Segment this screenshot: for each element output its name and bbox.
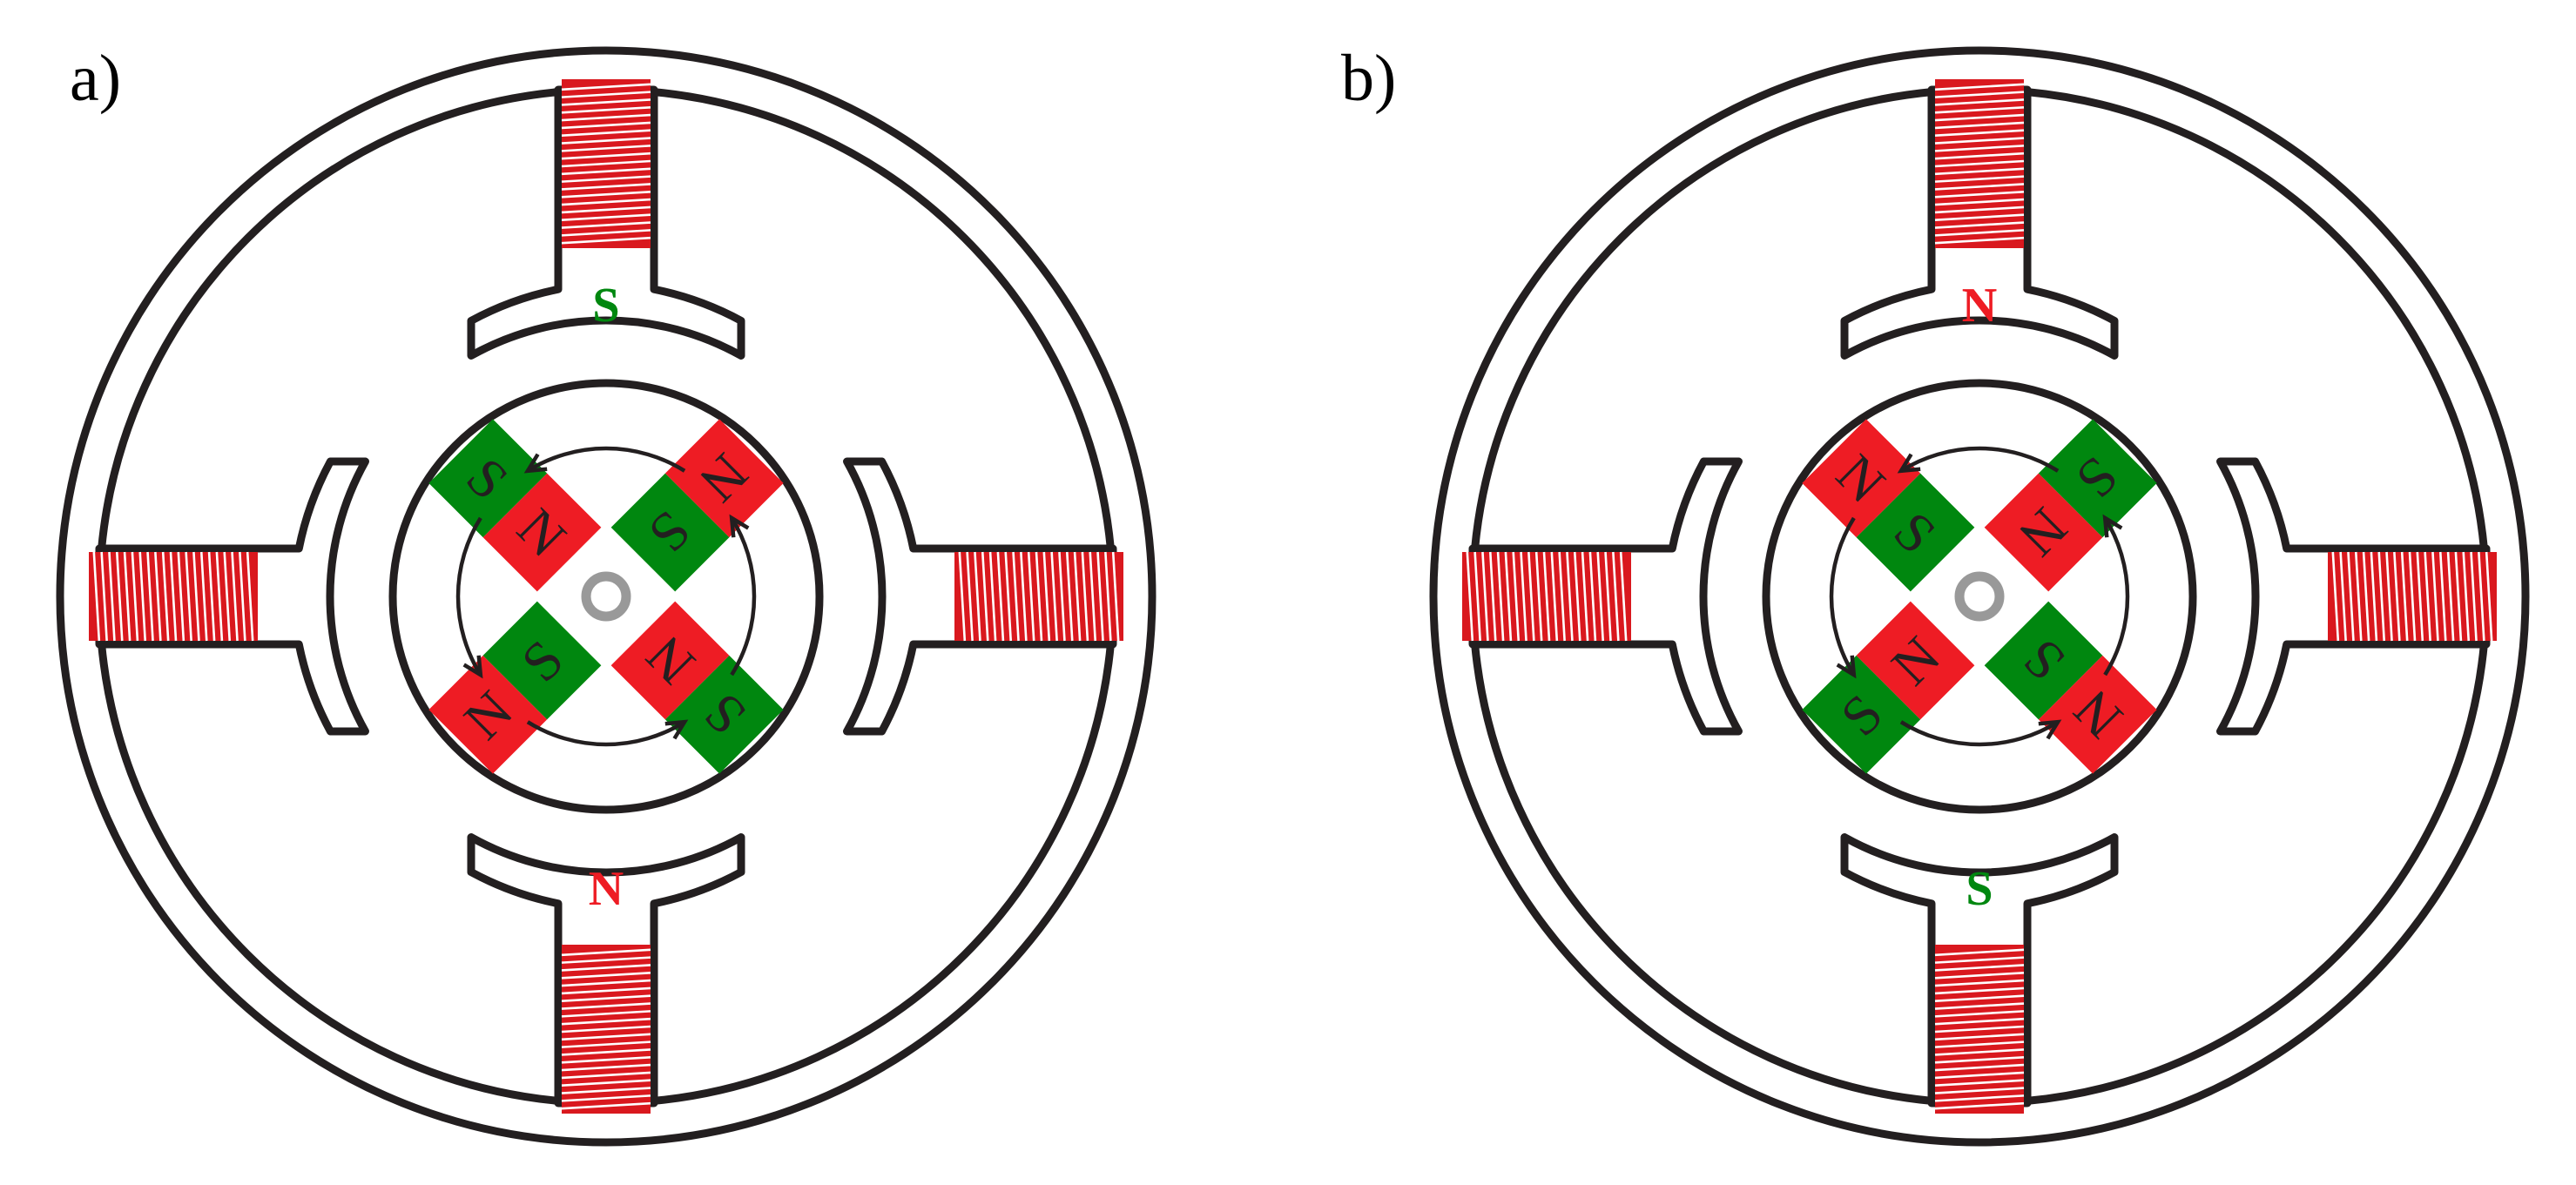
coil-winding	[561, 79, 651, 248]
magnet-pole-inner	[1984, 601, 2103, 720]
pole-label-bottom: N	[1962, 279, 1997, 333]
rotation-arrow-icon	[1829, 516, 1857, 679]
stator-inner-ring-segment	[653, 88, 1115, 549]
magnet-pole-inner	[1856, 601, 1975, 720]
magnet-pole-inner	[610, 473, 730, 592]
magnet-pole-outer	[428, 655, 548, 774]
stator-inner-ring-segment	[1471, 643, 1932, 1105]
magnet-pole-outer	[428, 419, 548, 538]
stator-outer-ring	[1429, 46, 2530, 1147]
rotation-arrow-icon	[2102, 514, 2130, 677]
magnet-pole-inner	[482, 473, 602, 592]
stator-inner-ring-segment	[2026, 88, 2488, 549]
stator-inner-ring-segment	[1471, 88, 1932, 549]
rotor-magnet-bottom-right: SN	[1984, 601, 2157, 774]
magnet-pole-inner	[610, 601, 730, 720]
pole-label-top: S	[592, 279, 619, 333]
stator-pole-top: S	[467, 79, 745, 360]
rotation-arrow-icon	[729, 514, 757, 677]
motor-panel-b: b)NSNSSNNSSNNS	[1341, 42, 2530, 1147]
stator-pole-top: N	[1840, 79, 2119, 360]
magnet-pole-outer	[2038, 655, 2157, 774]
rotation-arrow-icon	[1897, 446, 2060, 474]
stator-pole-left: N	[89, 457, 624, 916]
magnet-pole-outer	[1802, 655, 1921, 774]
rotation-arrow-icon	[1899, 719, 2062, 747]
rotation-arrow-icon	[455, 516, 483, 679]
panel-label: a)	[70, 42, 121, 115]
magnet-pole-inner	[482, 601, 602, 720]
stator-pole-bottom: N	[1840, 279, 2119, 1114]
rotor-housing	[388, 379, 824, 814]
rotor-magnet-top-right: NS	[1984, 419, 2157, 592]
pole-label-left: S	[1966, 862, 1993, 916]
pole-label-bottom: S	[592, 279, 619, 333]
panel-label: b)	[1341, 42, 1396, 115]
stator-outer-ring	[56, 46, 1157, 1147]
shaft-hub-icon	[581, 571, 631, 622]
magnet-pole-outer	[2038, 419, 2157, 538]
coil-winding	[1934, 945, 2025, 1114]
stator-inner-ring-segment	[653, 643, 1115, 1105]
stator-pole-bottom: S	[467, 279, 745, 1114]
rotor-magnet-top-left: SN	[1802, 419, 1975, 592]
coil-winding	[954, 551, 1123, 642]
shaft-hub-icon	[1954, 571, 2005, 622]
rotation-arrow-icon	[526, 719, 689, 747]
coil-winding	[1934, 79, 2025, 248]
motor-panel-a: a)SNSNNSSNNSSN	[56, 42, 1157, 1147]
coil-winding	[89, 551, 258, 642]
rotor-magnet-bottom-left: NS	[1802, 601, 1975, 774]
magnet-pole-outer	[1802, 419, 1921, 538]
rotor-magnet-top-right: SN	[610, 419, 784, 592]
magnet-pole-inner	[1856, 473, 1975, 592]
coil-winding	[561, 945, 651, 1114]
rotor-magnet-top-left: NS	[428, 419, 602, 592]
rotation-arrow-icon	[523, 446, 686, 474]
rotor-magnet-bottom-right: NS	[610, 601, 784, 774]
pole-label-left: N	[589, 862, 624, 916]
magnet-pole-inner	[1984, 473, 2103, 592]
magnet-pole-outer	[664, 655, 784, 774]
coil-winding	[2328, 551, 2497, 642]
stator-inner-ring-segment	[2026, 643, 2488, 1105]
rotor-magnet-bottom-left: SN	[428, 601, 602, 774]
rotor-housing	[1762, 379, 2197, 814]
magnet-pole-outer	[664, 419, 784, 538]
coil-winding	[1462, 551, 1631, 642]
stator-pole-left: S	[1462, 457, 1993, 916]
stator-pole-right: N	[589, 457, 1123, 916]
stator-inner-ring-segment	[98, 643, 559, 1105]
stator-inner-ring-segment	[98, 88, 559, 549]
pole-label-top: N	[1962, 279, 1997, 333]
